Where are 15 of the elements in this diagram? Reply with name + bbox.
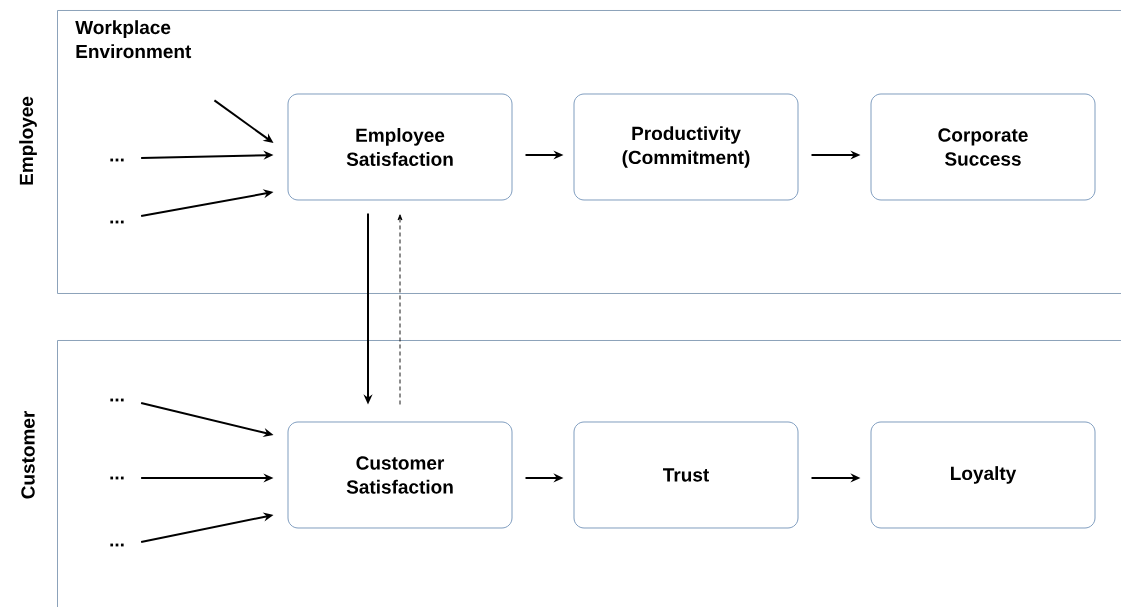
input-label: ...: [110, 398, 124, 402]
process-box: Loyalty: [870, 421, 1096, 529]
lane-label: Employee: [19, 96, 37, 185]
process-box: Corporate Success: [870, 93, 1096, 201]
process-box: Productivity (Commitment): [573, 93, 799, 201]
process-box: Customer Satisfaction: [287, 421, 513, 529]
input-label: ...: [110, 220, 124, 224]
process-box: Trust: [573, 421, 799, 529]
input-label: Workplace Environment: [75, 20, 192, 59]
process-box: Employee Satisfaction: [287, 93, 513, 201]
input-label: ...: [110, 476, 124, 480]
input-label: ...: [110, 158, 124, 162]
lane-label: Customer: [21, 410, 35, 499]
input-label: ...: [110, 543, 124, 547]
arrow: [397, 214, 403, 405]
